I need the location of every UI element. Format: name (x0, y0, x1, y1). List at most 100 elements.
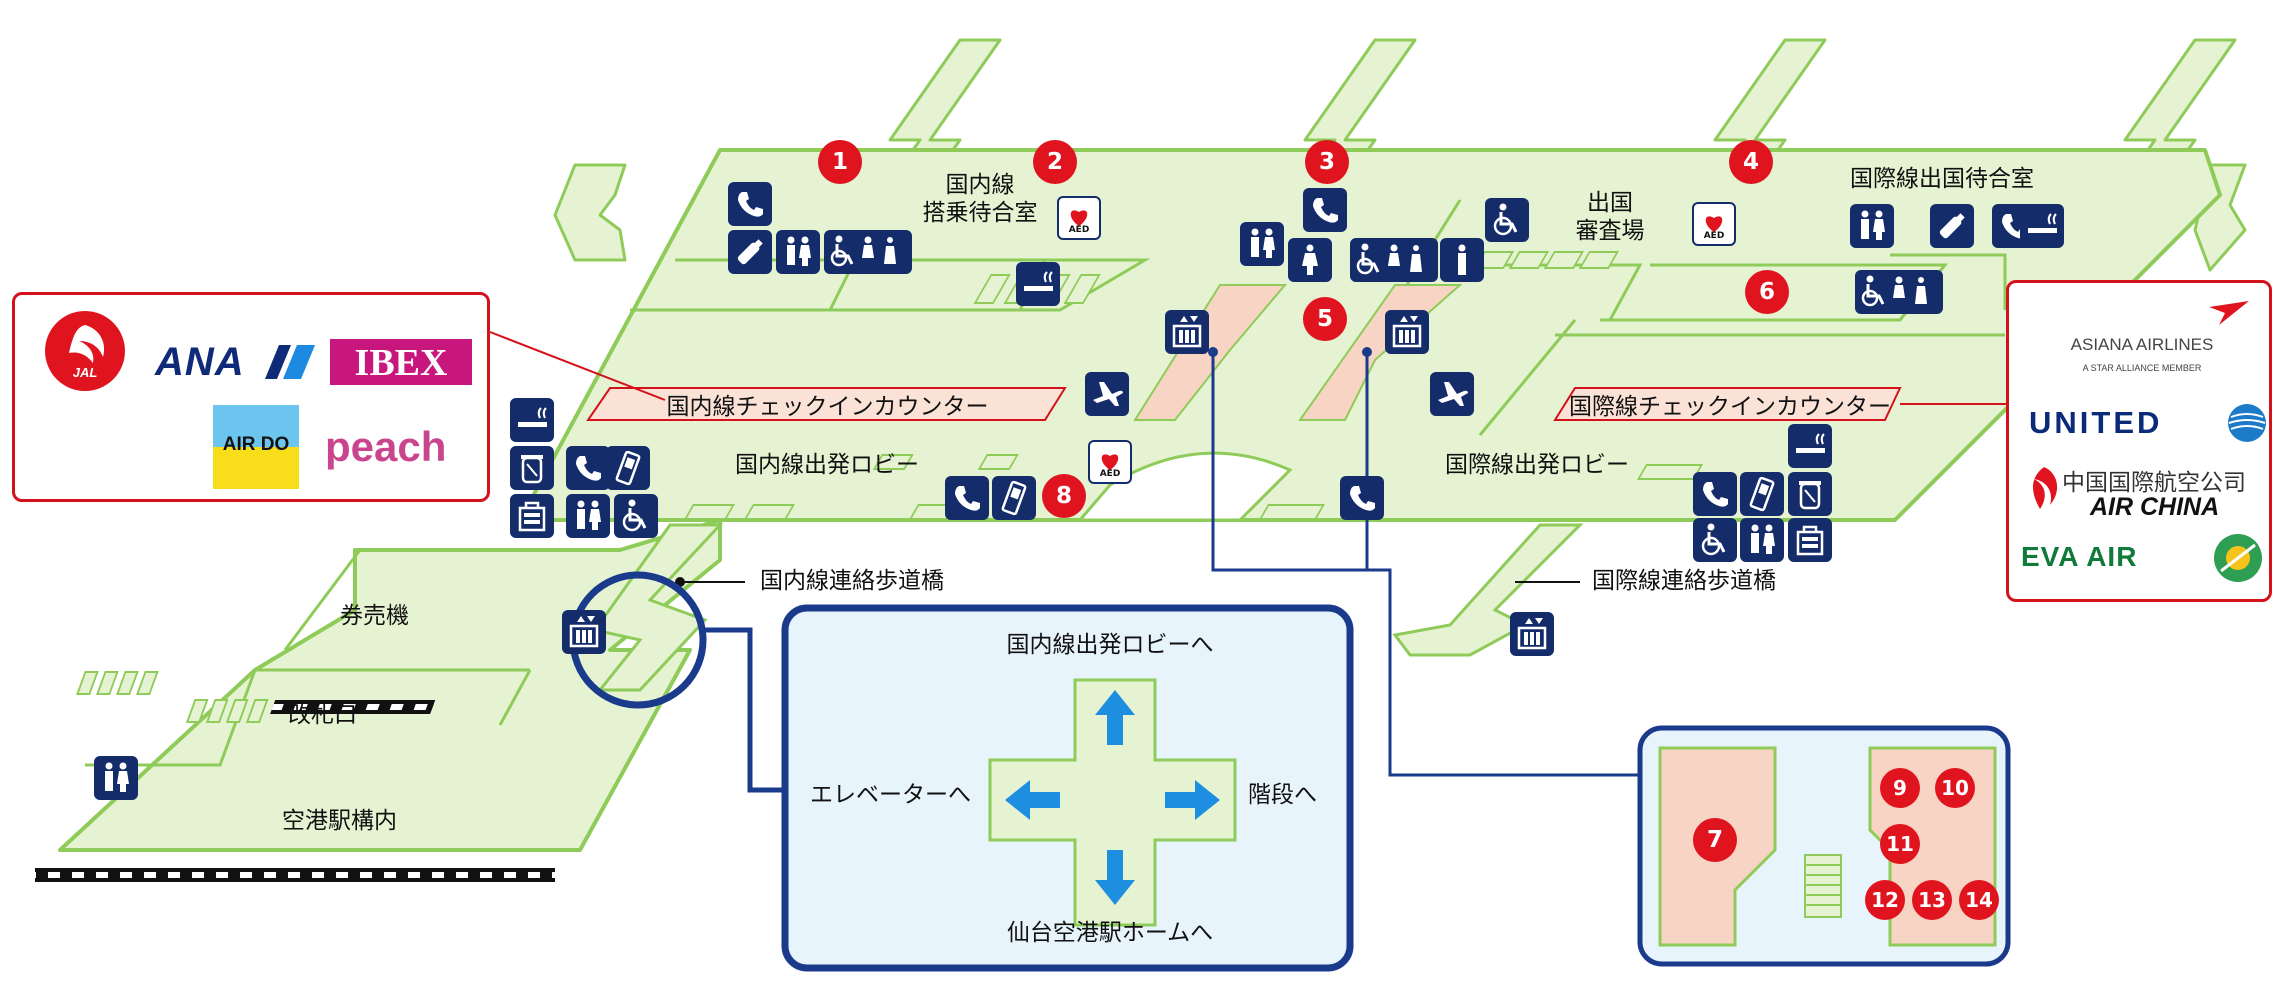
wheelchair-icon (1485, 198, 1529, 242)
dom-departure-lobby-label: 国内線出発ロビー (735, 452, 919, 478)
dom-checkin-banner (586, 387, 1067, 421)
asiana-text: ASIANA AIRLINES (2070, 335, 2214, 354)
baby-bottle-icon (728, 230, 772, 274)
peach-text: peach (325, 423, 447, 470)
airplane-icon (1085, 372, 1129, 416)
ana-logo: ANA (155, 340, 315, 385)
restroom-icon (1740, 518, 1784, 562)
international-airlines-panel: ASIANA AIRLINES A STAR ALLIANCE MEMBER U… (2006, 280, 2272, 602)
aed-icon: AED (1057, 196, 1101, 240)
multipurpose-toilet-icon (1350, 238, 1438, 282)
asiana-sub-text: A STAR ALLIANCE MEMBER (2082, 363, 2202, 373)
trash-bin-icon (510, 446, 554, 490)
marker-4[interactable]: 4 (1729, 140, 1773, 184)
elevator-icon (562, 610, 606, 654)
marker-7[interactable]: 7 (1693, 818, 1737, 862)
intl-checkin-label: 国際線チェックインカウンター (1569, 394, 1891, 420)
restroom-icon (1240, 222, 1284, 266)
dom-callout-line (489, 331, 666, 401)
marker-2[interactable]: 2 (1033, 140, 1077, 184)
magnify-connector (703, 627, 785, 793)
marker-12[interactable]: 12 (1865, 880, 1905, 920)
eva-logo: EVA AIR (2021, 534, 2262, 582)
smoking-area-icon (510, 398, 554, 442)
marker-1[interactable]: 1 (818, 140, 862, 184)
wheelchair-icon (614, 494, 658, 538)
elevator-icon (1165, 310, 1209, 354)
marker-13[interactable]: 13 (1912, 880, 1952, 920)
to-platform-label: 仙台空港駅ホームへ (1006, 920, 1214, 946)
jal-logo: JAL (45, 311, 125, 391)
marker-14[interactable]: 14 (1959, 880, 1999, 920)
immigration-label: 出国 審査場 (1560, 190, 1660, 245)
center-curve (1076, 451, 1293, 522)
elevator-icon (1385, 310, 1429, 354)
marker-11[interactable]: 11 (1880, 824, 1920, 864)
aed-icon: AED (1088, 440, 1132, 484)
trash-bin-icon (1788, 472, 1832, 516)
to-elevator-label: エレベーターへ (810, 782, 971, 808)
intl-departure-lobby-label: 国際線出発ロビー (1445, 452, 1629, 478)
intl-checkin-banner (1553, 387, 1902, 421)
detail-stairs (1804, 854, 1842, 918)
phone-icon (1303, 188, 1347, 232)
multipurpose-toilet-icon (824, 230, 912, 274)
marker-9[interactable]: 9 (1880, 768, 1920, 808)
marker-6[interactable]: 6 (1745, 270, 1789, 314)
eva-text: EVA AIR (2021, 541, 2138, 572)
phone-icon (728, 182, 772, 226)
aed-text: AED (1068, 225, 1090, 235)
phone-icon (1693, 472, 1737, 516)
ibex-text: IBEX (354, 342, 448, 384)
dom-bridge-label: 国内線連絡歩道橋 (760, 568, 944, 594)
restroom-icon (1850, 204, 1894, 248)
united-text: UNITED (2029, 405, 2163, 440)
intl-bridge-label: 国際線連絡歩道橋 (1592, 568, 1776, 594)
mobile-phone-icon (606, 446, 650, 490)
peach-logo: peach (325, 423, 446, 471)
phone-icon (566, 446, 610, 490)
aed-icon: AED (1692, 202, 1736, 246)
dom-boarding-lounge-line1: 国内線 (945, 172, 1015, 198)
smoking-area-icon (1016, 262, 1060, 306)
restroom-icon (776, 230, 820, 274)
ana-text: ANA (155, 340, 245, 384)
airchina-text: AIR CHINA (2090, 493, 2220, 521)
united-logo: UNITED (2029, 404, 2266, 442)
ticket-machine-label: 券売機 (340, 603, 409, 629)
marker-8[interactable]: 8 (1042, 474, 1086, 518)
dom-boarding-lounge-label: 国内線 搭乗待合室 (920, 172, 1040, 227)
coin-locker-icon (1788, 518, 1832, 562)
elevator-icon (1510, 612, 1554, 656)
crossing-arrows (1005, 690, 1220, 905)
marker-5[interactable]: 5 (1303, 297, 1347, 341)
asiana-logo: ASIANA AIRLINES A STAR ALLIANCE MEMBER (2009, 301, 2275, 381)
phone-icon (945, 476, 989, 520)
wheelchair-icon (1693, 518, 1737, 562)
domestic-bridge (592, 523, 724, 692)
baby-bottle-icon (1930, 204, 1974, 248)
multipurpose-toilet-icon (1855, 270, 1943, 314)
airdo-logo: AIR DO (213, 405, 299, 489)
ticket-gate-label: 改札口 (288, 702, 357, 728)
restroom-icon (94, 756, 138, 800)
immigration-line1: 出国 (1587, 190, 1633, 216)
airdo-text: AIR DO (222, 434, 290, 455)
female-restroom-icon (1288, 238, 1332, 282)
airchina-cn-text: 中国国際航空公司 (2062, 470, 2246, 496)
dom-boarding-lounge-line2: 搭乗待合室 (922, 199, 1038, 226)
marker-10[interactable]: 10 (1935, 768, 1975, 808)
airplane-icon (1430, 372, 1474, 416)
intl-departure-lounge-label: 国際線出国待合室 (1850, 166, 2034, 192)
marker-3[interactable]: 3 (1305, 140, 1349, 184)
inset2-connector-a (1211, 352, 1640, 777)
airchina-logo: 中国国際航空公司 AIR CHINA (2024, 463, 2264, 525)
phone-icon (1340, 476, 1384, 520)
mobile-phone-icon (992, 476, 1036, 520)
restroom-icon (566, 494, 610, 538)
aed-text: AED (1099, 469, 1121, 479)
aed-text: AED (1703, 231, 1725, 241)
international-bridge (1392, 523, 1584, 657)
jal-text: JAL (72, 365, 98, 380)
